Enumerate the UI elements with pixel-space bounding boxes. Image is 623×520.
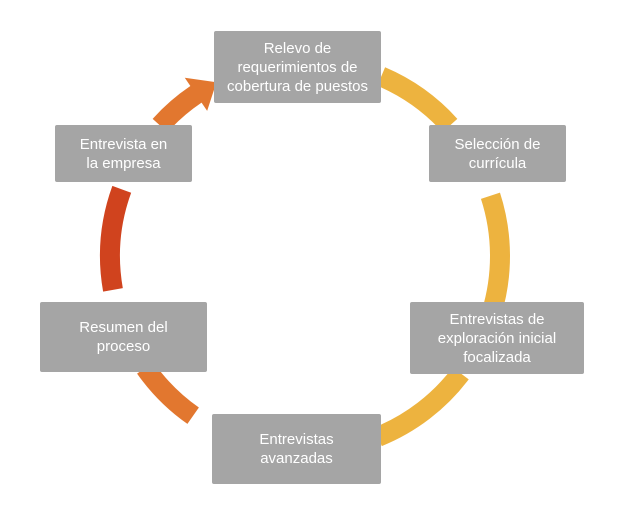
- step-entrevistas-avanzadas: Entrevistas avanzadas: [212, 414, 381, 484]
- step-entrevista-empresa: Entrevista en la empresa: [55, 125, 192, 182]
- step-seleccion-curricula: Selección de currícula: [429, 125, 566, 182]
- arrow-segment-1: [377, 67, 458, 133]
- arrow-segment-3: [374, 367, 469, 447]
- step-resumen-proceso: Resumen del proceso: [40, 302, 207, 372]
- arrow-segment-4: [137, 362, 199, 424]
- arrow-segment-5: [100, 185, 132, 292]
- arrow-segment-6: [152, 77, 217, 133]
- step-entrevistas-exploracion: Entrevistas de exploración inicial focal…: [410, 302, 584, 374]
- arrow-segment-2: [480, 192, 510, 316]
- step-relevo-requerimientos: Relevo de requerimientos de cobertura de…: [214, 31, 381, 103]
